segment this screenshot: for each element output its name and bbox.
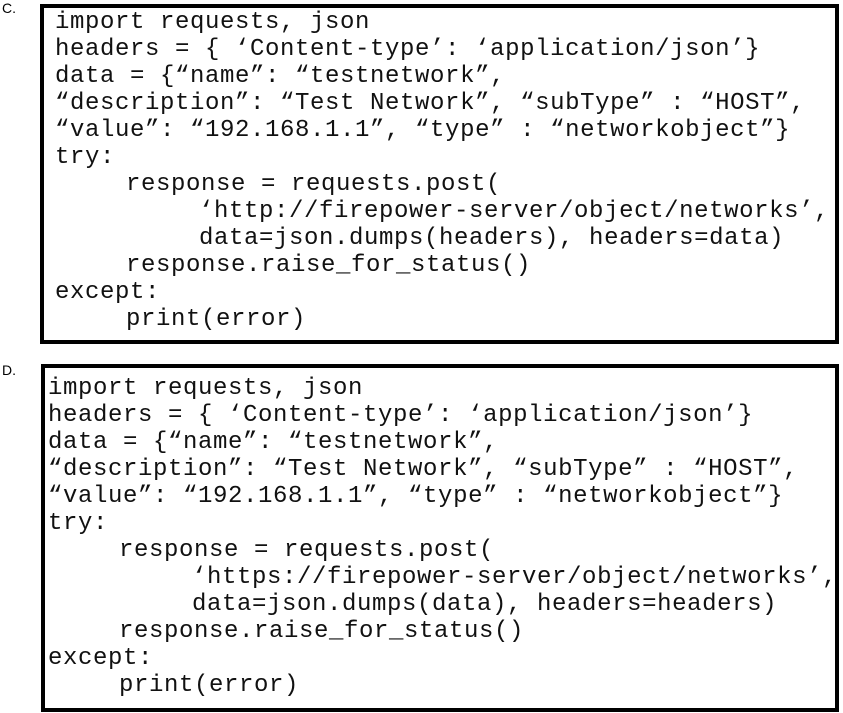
- option-c-label: C.: [2, 0, 16, 16]
- code-line: ‘http://firepower-server/object/networks…: [199, 198, 830, 225]
- code-line: except:: [48, 645, 154, 672]
- code-line: print(error): [126, 306, 307, 333]
- code-line: “description”: “Test Network”, “subType”…: [55, 90, 806, 117]
- option-c-code-box: [40, 4, 839, 344]
- option-d-label: D.: [2, 362, 16, 378]
- code-line: “value”: “192.168.1.1”, “type” : “networ…: [55, 117, 791, 144]
- code-line: except:: [55, 279, 161, 306]
- code-line: import requests, json: [48, 375, 364, 402]
- code-line: “value”: “192.168.1.1”, “type” : “networ…: [48, 483, 784, 510]
- code-line: data = {“name”: “testnetwork”,: [48, 429, 499, 456]
- code-line: data = {“name”: “testnetwork”,: [55, 63, 506, 90]
- code-line: response = requests.post(: [126, 171, 502, 198]
- code-line: import requests, json: [55, 9, 371, 36]
- code-line: “description”: “Test Network”, “subType”…: [48, 456, 799, 483]
- code-line: response.raise_for_status(): [126, 252, 532, 279]
- code-line: try:: [48, 510, 109, 537]
- option-d-code-box: [41, 364, 839, 712]
- code-line: response.raise_for_status(): [119, 618, 525, 645]
- code-line: ‘https://firepower-server/object/network…: [192, 564, 838, 591]
- code-line: response = requests.post(: [119, 537, 495, 564]
- code-line: headers = { ‘Content-type’: ‘application…: [48, 402, 754, 429]
- code-line: try:: [55, 144, 116, 171]
- code-line: print(error): [119, 672, 300, 699]
- code-line: data=json.dumps(headers), headers=data): [199, 225, 785, 252]
- code-line: headers = { ‘Content-type’: ‘application…: [55, 36, 761, 63]
- code-line: data=json.dumps(data), headers=headers): [192, 591, 778, 618]
